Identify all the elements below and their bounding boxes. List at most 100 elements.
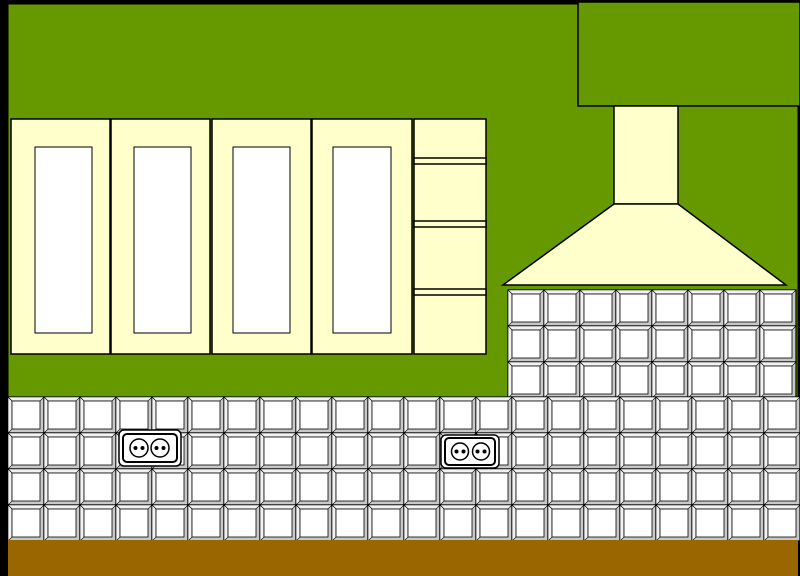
tile [691, 504, 729, 542]
tile [619, 504, 657, 542]
range-hood [500, 105, 789, 286]
tile [583, 504, 621, 542]
tile [439, 468, 477, 506]
tile [723, 325, 761, 363]
tile [187, 396, 225, 434]
tile [295, 396, 333, 434]
tile [475, 468, 513, 506]
tile [651, 289, 689, 327]
tile [259, 468, 297, 506]
tile [655, 396, 693, 434]
tile [7, 504, 45, 542]
tile [43, 468, 81, 506]
tile [403, 468, 441, 506]
tile [187, 504, 225, 542]
tile [655, 468, 693, 506]
tile [619, 396, 657, 434]
tile [619, 432, 657, 470]
outlet [129, 438, 149, 458]
tile [687, 325, 725, 363]
glass-door-cabinet [311, 118, 413, 355]
tile [511, 468, 549, 506]
shelf-unit-frame [413, 118, 487, 355]
tile [151, 468, 189, 506]
tile [655, 504, 693, 542]
tile [583, 432, 621, 470]
tile [367, 432, 405, 470]
tile [651, 361, 689, 399]
tile [295, 504, 333, 542]
tile [687, 361, 725, 399]
tile [543, 361, 581, 399]
tile [187, 432, 225, 470]
tile [259, 396, 297, 434]
tile [691, 432, 729, 470]
shelf-board [413, 288, 487, 296]
tile [331, 468, 369, 506]
tile [7, 432, 45, 470]
tile [691, 468, 729, 506]
tile [759, 325, 797, 363]
socket-plate [440, 434, 500, 469]
tile [7, 468, 45, 506]
tile [655, 432, 693, 470]
tile [579, 289, 617, 327]
tile [223, 504, 261, 542]
tile [403, 396, 441, 434]
hood-chimney [613, 105, 679, 205]
glass-panel [232, 146, 291, 334]
tile [43, 396, 81, 434]
tile [615, 289, 653, 327]
tile [223, 432, 261, 470]
outlet-hole [161, 446, 166, 450]
tile [439, 504, 477, 542]
tile [543, 325, 581, 363]
tile [759, 289, 797, 327]
tile [579, 325, 617, 363]
tile [727, 432, 765, 470]
outlet-hole [154, 446, 159, 450]
tile [43, 504, 81, 542]
tile [687, 289, 725, 327]
outlet [150, 438, 170, 458]
tile [115, 396, 153, 434]
socket-plate [118, 429, 182, 467]
tile [619, 468, 657, 506]
glass-door-cabinet [211, 118, 312, 355]
glass-panel [332, 146, 392, 334]
tile [727, 396, 765, 434]
wall-cabinets [10, 118, 487, 355]
backsplash-tiles-lower [7, 396, 800, 542]
tile [579, 361, 617, 399]
tile [403, 432, 441, 470]
shelf-board [413, 220, 487, 228]
tile [439, 396, 477, 434]
open-shelf-unit [413, 118, 487, 355]
hood-canopy [500, 203, 789, 286]
wall-socket [440, 434, 500, 469]
tile [727, 504, 765, 542]
tile [547, 396, 585, 434]
tile [331, 396, 369, 434]
tile [259, 432, 297, 470]
glass-panel [34, 146, 93, 334]
outlet [471, 442, 491, 461]
tile [763, 504, 800, 542]
tile [763, 396, 800, 434]
tile [511, 396, 549, 434]
tile [367, 468, 405, 506]
tile [507, 289, 545, 327]
tile [151, 504, 189, 542]
outlet-hole [454, 449, 459, 454]
outlet-hole [461, 449, 466, 454]
tile [79, 432, 117, 470]
tile [187, 468, 225, 506]
wall-socket [118, 429, 182, 467]
tile [511, 432, 549, 470]
tile [295, 432, 333, 470]
glass-door-cabinet [10, 118, 111, 355]
tile [79, 504, 117, 542]
tile [543, 289, 581, 327]
socket-frame [444, 437, 496, 466]
